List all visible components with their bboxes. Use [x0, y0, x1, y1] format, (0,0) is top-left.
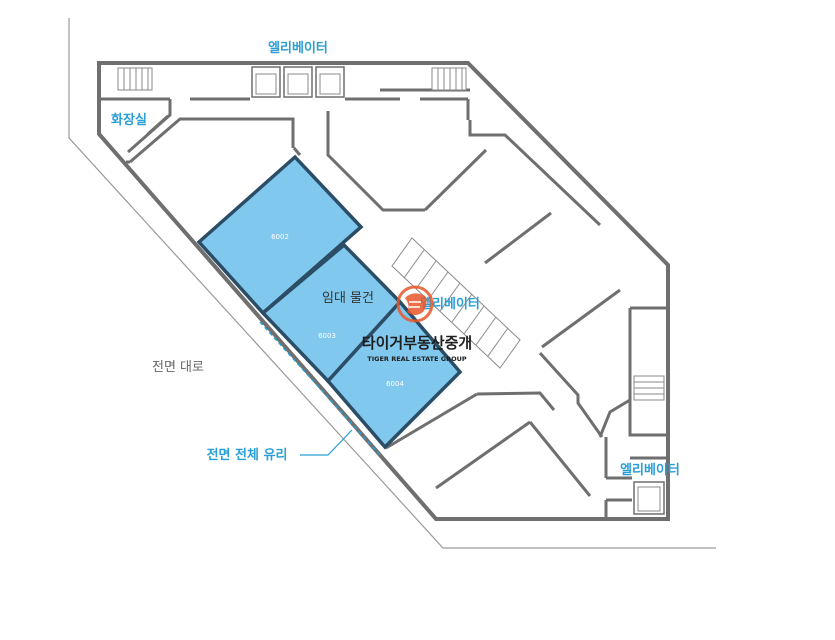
elevator-bottom-right — [633, 481, 665, 515]
tiger-logo — [396, 285, 434, 323]
stair-top-left — [117, 67, 153, 91]
restroom-label: 화장실 — [111, 112, 147, 128]
front-glass-leader — [300, 429, 353, 456]
building-walls — [97, 61, 670, 521]
lease-property-label: 임대 물건 — [322, 291, 374, 306]
stair-center — [391, 237, 521, 369]
front-glass-dashed-line — [259, 321, 381, 456]
front-glass-label: 전면 전체 유리 — [207, 447, 288, 463]
watermark-subtitle: TIGER REAL ESTATE GROUP — [367, 355, 467, 363]
unit-id-6004: 6004 — [386, 380, 404, 388]
front-road-label: 전면 대로 — [152, 360, 204, 375]
elevator-center-label: 엘리베이터 — [420, 296, 480, 312]
stair-top-right — [431, 67, 467, 91]
elevator-top-label: 엘리베이터 — [268, 40, 328, 56]
unit-id-6002: 6002 — [271, 233, 289, 241]
unit-6002[interactable] — [196, 154, 364, 316]
elevator-right-label: 엘리베이터 — [620, 462, 680, 478]
watermark-name: 타이거부동산중개 — [362, 334, 472, 352]
unit-6004[interactable] — [325, 299, 463, 450]
elevator-bank-top — [251, 66, 345, 98]
site-boundary — [68, 18, 716, 549]
lease-units — [196, 154, 463, 450]
unit-id-6003: 6003 — [318, 332, 336, 340]
stair-right — [633, 375, 665, 401]
